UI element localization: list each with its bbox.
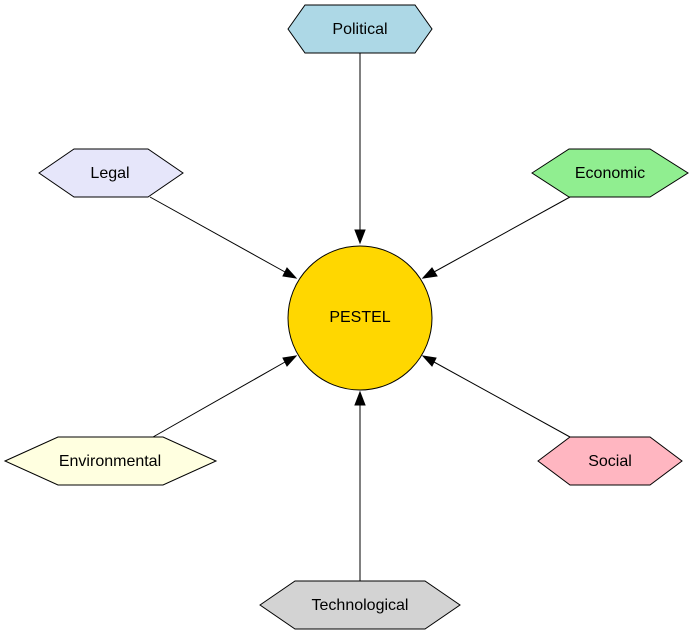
legal-node: Legal	[38, 148, 184, 198]
nodes: PESTEL Political Economic Social Technol…	[3, 4, 689, 630]
center-label: PESTEL	[329, 309, 390, 326]
political-hexagon	[287, 4, 433, 54]
edge-social	[433, 361, 571, 438]
center-circle	[287, 245, 433, 391]
technological-node: Technological	[259, 580, 461, 630]
political-label: Political	[332, 21, 387, 38]
edge-technological-arrowhead	[354, 390, 366, 406]
edges	[149, 53, 571, 581]
environmental-hexagon	[3, 436, 218, 486]
legal-label: Legal	[90, 165, 129, 182]
technological-label: Technological	[312, 597, 409, 614]
social-label: Social	[588, 453, 632, 470]
edge-social-arrowhead	[421, 355, 437, 367]
social-hexagon	[537, 436, 683, 486]
edge-legal-arrowhead	[282, 267, 298, 279]
environmental-node: Environmental	[3, 436, 218, 486]
technological-hexagon	[259, 580, 461, 630]
edge-economic-arrowhead	[421, 267, 438, 279]
economic-node: Economic	[531, 148, 689, 198]
economic-hexagon	[531, 148, 689, 198]
center-node: PESTEL	[287, 245, 433, 391]
edge-environmental	[152, 361, 286, 438]
edge-political-arrowhead	[354, 229, 366, 245]
economic-label: Economic	[575, 165, 645, 182]
environmental-label: Environmental	[59, 453, 161, 470]
edge-economic	[433, 196, 571, 273]
edge-legal	[149, 196, 286, 273]
social-node: Social	[537, 436, 683, 486]
edge-environmental-arrowhead	[282, 355, 298, 367]
political-node: Political	[287, 4, 433, 54]
legal-hexagon	[38, 148, 184, 198]
